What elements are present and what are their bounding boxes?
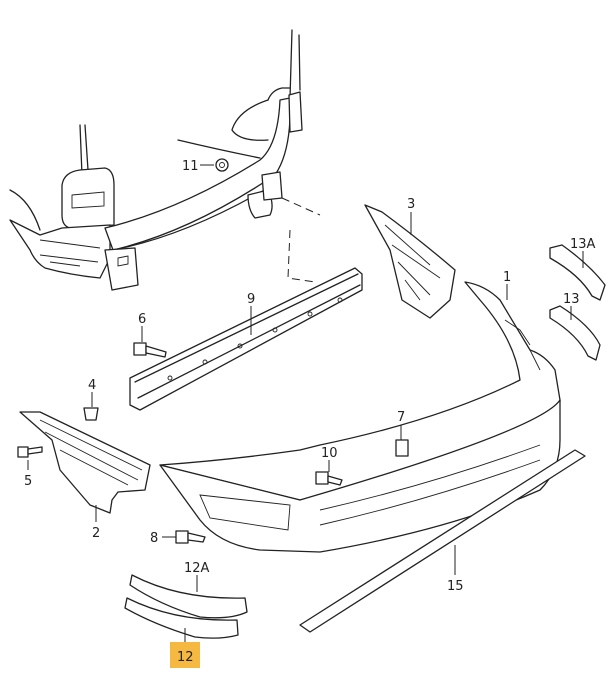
part-3-guide-bracket [364,204,456,319]
part-7-clip [395,425,409,457]
part-11-nut [200,158,229,172]
label-3[interactable]: 3 [407,197,415,212]
part-12-highlight [170,642,200,668]
label-9[interactable]: 9 [247,292,255,307]
label-2[interactable]: 2 [92,526,100,541]
label-12a[interactable]: 12A [184,561,210,576]
label-1[interactable]: 1 [503,270,511,285]
label-8[interactable]: 8 [150,531,158,546]
part-10-screw [315,460,343,486]
label-5[interactable]: 5 [24,474,32,489]
part-9-impact-bar [129,267,363,411]
part-8-screw [162,530,206,544]
alignment-line [281,197,321,283]
part-6-bolt [133,326,167,358]
part-5-screw [17,446,43,470]
part-12a-strip [129,574,248,619]
label-13[interactable]: 13 [563,292,580,307]
label-7[interactable]: 7 [397,410,405,425]
label-12[interactable]: 12 [177,650,194,665]
part-2-side-bracket [19,411,151,522]
part-1-bumper-cover [159,281,561,553]
label-10[interactable]: 10 [321,446,338,461]
label-11[interactable]: 11 [182,159,199,174]
part-4-clip [83,392,99,421]
part-13-trim [549,305,601,361]
label-13a[interactable]: 13A [570,237,596,252]
label-4[interactable]: 4 [88,378,96,393]
label-15[interactable]: 15 [447,579,464,594]
part-13a-trim [549,244,606,301]
part-15-strip [299,449,586,633]
part-12-strip [124,597,239,642]
label-6[interactable]: 6 [138,312,146,327]
vehicle-body-outline [9,29,303,291]
